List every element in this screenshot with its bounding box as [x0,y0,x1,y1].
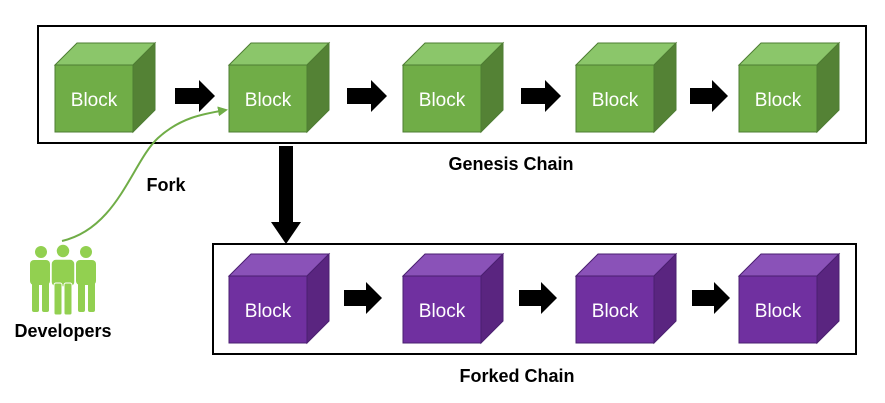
genesis-chain-label: Genesis Chain [448,154,573,174]
chain-arrow [519,282,557,314]
chain-arrow [690,80,728,112]
genesis-block: Block [574,41,678,134]
genesis-block: Block [737,41,841,134]
people-group-icon [30,243,96,316]
block-label: Block [592,301,639,322]
block-label: Block [245,90,292,111]
forked-block: Block [227,252,331,345]
block-label: Block [592,90,639,111]
block-label: Block [245,301,292,322]
genesis-block: Block [401,41,505,134]
developers-label: Developers [14,321,111,341]
forked-block: Block [574,252,678,345]
forked-block: Block [401,252,505,345]
forked-block: Block [737,252,841,345]
block-label: Block [71,90,118,111]
block-label: Block [419,301,466,322]
block-label: Block [419,90,466,111]
fork-label: Fork [146,175,186,195]
chain-arrow [521,80,561,112]
genesis-block: Block [53,41,157,134]
fork-curve-arrow [61,106,228,242]
block-label: Block [755,90,802,111]
chain-arrow [692,282,730,314]
forked-chain-box [212,243,857,355]
block-label: Block [755,301,802,322]
chain-arrow [344,282,382,314]
genesis-chain-box [37,25,867,144]
chain-arrow [347,80,387,112]
fork-down-arrow [271,146,301,244]
chain-arrow [175,80,215,112]
genesis-block: Block [227,41,331,134]
forked-chain-label: Forked Chain [459,366,574,386]
